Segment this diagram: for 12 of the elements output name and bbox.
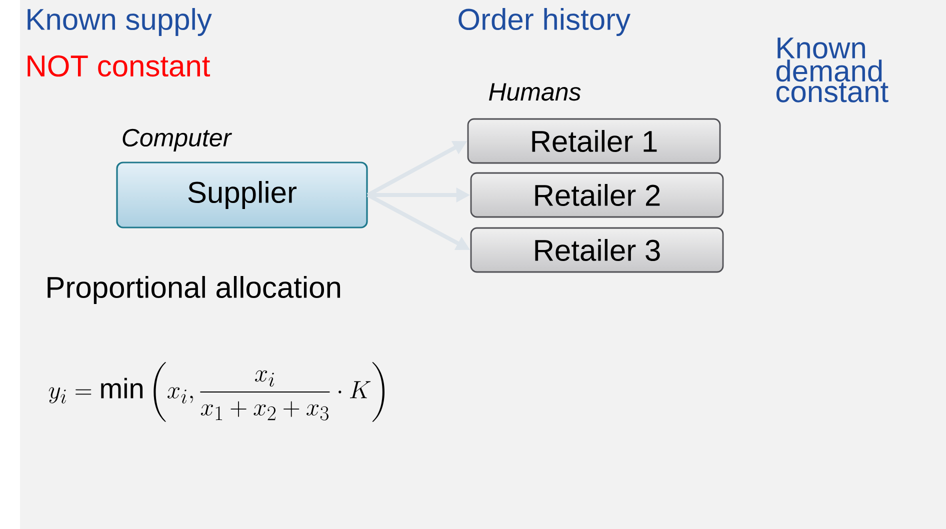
group-heading: Humans xyxy=(488,83,581,101)
box-heading: Computer xyxy=(122,128,232,152)
section-heading: Proportional allocation xyxy=(48,276,340,304)
retailer-box: Retailer 1 xyxy=(467,118,721,164)
heading: Known supply xyxy=(28,8,212,36)
heading: NOT constant xyxy=(28,55,210,77)
retailer-box: Retailer 3 xyxy=(470,227,724,273)
heading: Order history xyxy=(458,8,630,36)
retailer-box: Retailer 2 xyxy=(470,172,724,218)
heading: Known demand constant xyxy=(776,38,888,102)
supplier-box: Supplier xyxy=(116,162,368,228)
formula: $y_i = \min\left(x_i, \frac{x_i}{x_1 + x_2 + x_3} \cdot K\right)$ xyxy=(48,362,384,422)
